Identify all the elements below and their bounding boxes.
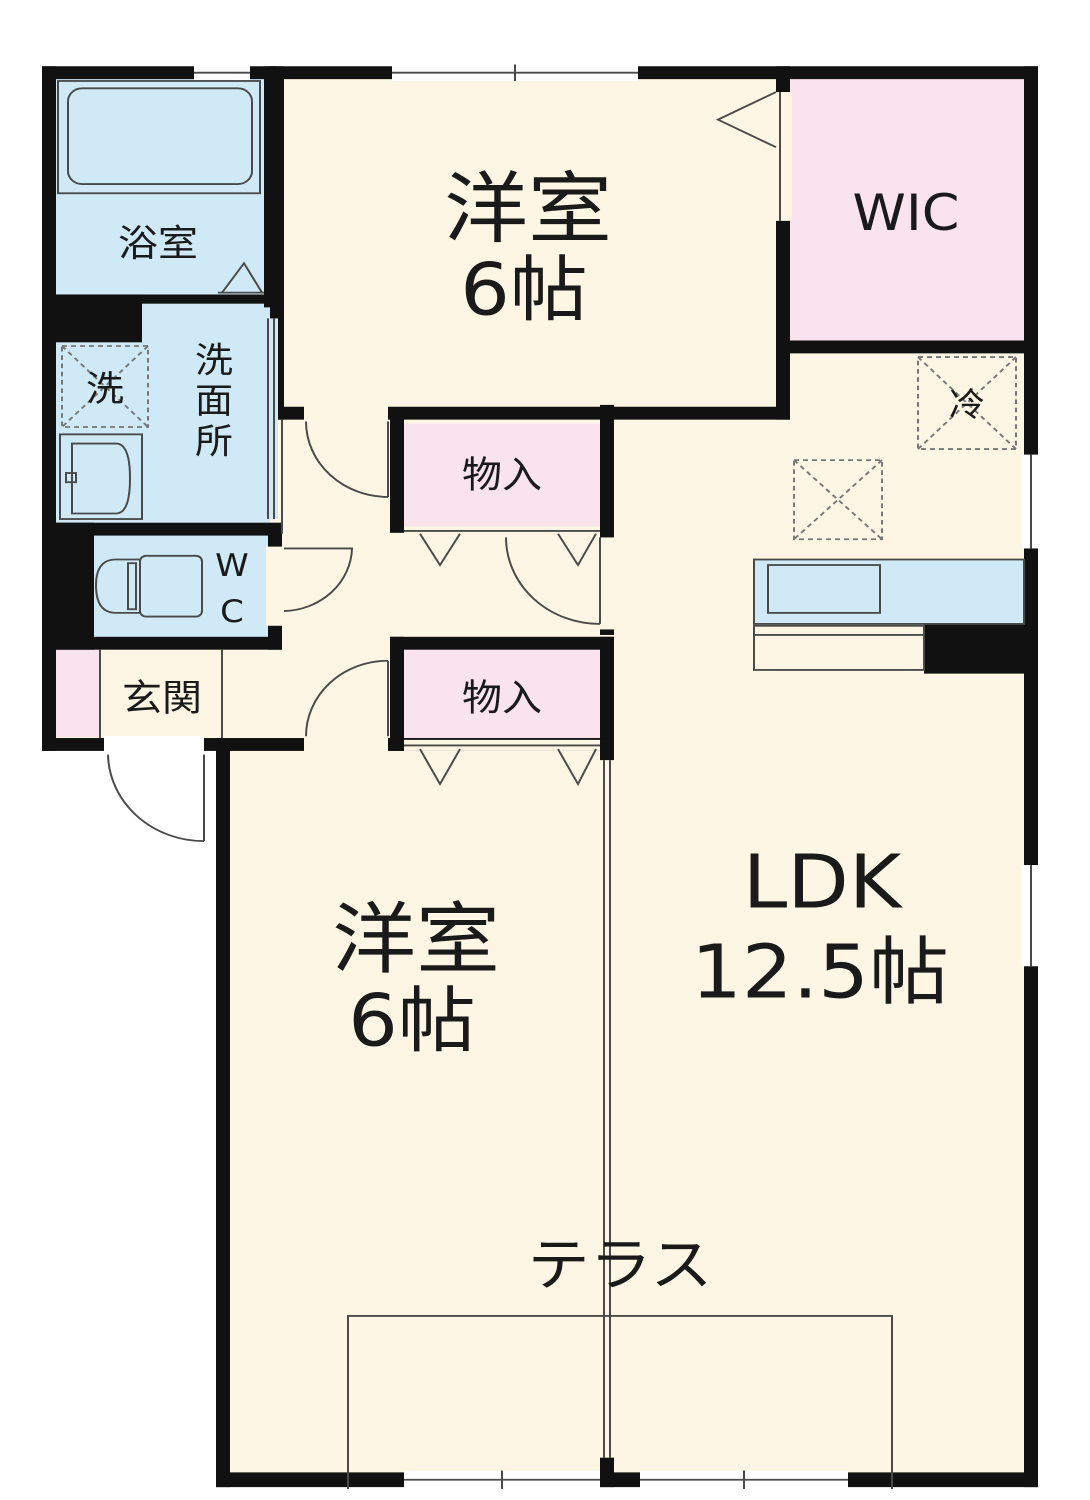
wall-closet1-left (390, 418, 404, 533)
wash-basin-bowl (71, 442, 132, 515)
closet-bottom-area (398, 648, 603, 741)
wall-bedroom-left (216, 743, 230, 1488)
door-swings (99, 64, 1032, 1489)
faucet (65, 472, 77, 484)
closet2-fold-left (419, 748, 461, 787)
hood-x2 (793, 459, 883, 540)
hood-x1 (793, 459, 883, 540)
labels: 浴室 洗 洗面所 W C 玄関 洋室 6帖 WIC 物入 物入 洋室 6帖 LD… (86, 165, 985, 1299)
shoe-cabinet (56, 648, 100, 738)
wall-wash-wc (42, 522, 282, 536)
door-bed-bottom-swing (305, 659, 389, 737)
label-ldk-name: LDK (743, 840, 904, 925)
label-bath: 浴室 (118, 222, 198, 265)
hall-ldk-gap (598, 537, 616, 630)
toilet-seat-line (127, 562, 137, 611)
wall-wic-bottom (776, 340, 1038, 354)
door-entrance-gap (104, 736, 204, 753)
wall-bath-divider-2 (142, 294, 274, 304)
closet1-fold-right (557, 533, 597, 567)
washer-pan (61, 345, 149, 428)
bath-area (52, 75, 270, 297)
wall-bed-top-bottom (270, 406, 790, 420)
closet1-fold-left (419, 533, 461, 567)
label-closet-top: 物入 (462, 454, 542, 497)
wall-column-left (42, 294, 142, 343)
label-ldk-size: 12.5帖 (691, 931, 949, 1016)
door-bed-top-swing (305, 421, 389, 498)
door-hall-ldk-swing (505, 537, 601, 625)
fixtures (57, 80, 1025, 671)
wall-closet2-right (600, 636, 614, 751)
kitchen-sink (767, 564, 881, 614)
wall-wc-left-block (42, 522, 94, 650)
washer-x1 (61, 345, 149, 428)
label-bed-bottom-size: 6帖 (348, 978, 476, 1062)
room-fills (50, 71, 1030, 1480)
label-wic: WIC (852, 185, 959, 242)
label-washer: 洗 (86, 369, 124, 410)
label-entrance: 玄関 (122, 677, 202, 720)
wall-right (1024, 66, 1038, 1488)
wall-closet2-top (390, 636, 614, 650)
label-bed-bottom-name: 洋室 (332, 895, 500, 985)
label-wc-c: C (220, 593, 244, 629)
bathtub-inner (67, 87, 253, 185)
closet2-fold-right (557, 748, 597, 787)
wash-basin (59, 433, 143, 520)
bathtub-outer (57, 80, 261, 195)
toilet-tank (139, 554, 203, 618)
label-bed-top-size: 6帖 (460, 248, 588, 332)
floor-bedroom-bottom (222, 743, 608, 1480)
partition-slide-gap (598, 760, 616, 1458)
label-bed-top-name: 洋室 (444, 165, 612, 255)
wall-bottom (216, 1472, 1038, 1488)
door-wic-gap (774, 92, 792, 221)
door-wc-swing (283, 547, 354, 612)
label-washroom: 洗面所 (195, 340, 233, 462)
wic-area (790, 75, 1026, 343)
wall-closet2-left (390, 636, 404, 751)
door-bed-bottom-gap (304, 736, 388, 753)
door-wash-gap (264, 318, 278, 520)
kitchen-bar (753, 624, 925, 671)
washer-x2 (61, 345, 149, 428)
terrace-outline (347, 1315, 893, 1489)
label-terrace: テラス (528, 1233, 713, 1299)
label-fridge: 冷 (949, 386, 985, 424)
bath-door-fold (221, 261, 263, 294)
kitchen-column (924, 622, 1030, 674)
label-wc-w: W (215, 547, 249, 583)
fridge-space (917, 356, 1017, 450)
kitchen-counter (753, 558, 1025, 625)
door-bed-top-gap (304, 404, 388, 422)
range-hood (793, 459, 883, 541)
closet-top-area (398, 423, 603, 527)
floor-ldk-lower (608, 644, 1030, 1477)
label-closet-bottom: 物入 (462, 677, 542, 720)
door-wc-gap (266, 546, 284, 626)
wall-wc-bottom (42, 636, 282, 650)
wic-door-fold (715, 91, 777, 149)
door-entrance-swing (107, 754, 205, 843)
toilet-bowl (94, 558, 141, 614)
